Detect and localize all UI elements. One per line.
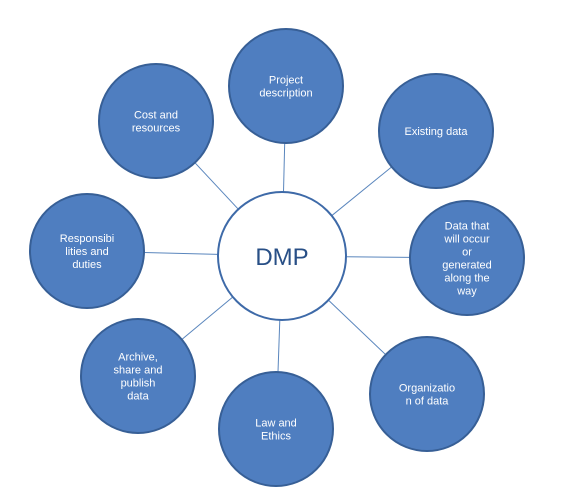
node-label-line: Data that (445, 221, 490, 233)
node-circle (29, 193, 145, 309)
node-label-line: n of data (406, 396, 450, 408)
node-existing-data: Existing data (378, 73, 494, 189)
node-label-line: Project (269, 75, 303, 87)
node-label-line: way (456, 286, 477, 298)
connector-archive-share-publish (181, 296, 234, 340)
node-label-line: Existing data (405, 126, 469, 138)
center-label: DMP (255, 244, 308, 271)
connector-responsibilities-and-duties (143, 252, 219, 255)
node-label-line: generated (442, 260, 492, 272)
connector-data-that-will-occur (345, 256, 411, 258)
center-node: DMP (217, 191, 347, 321)
node-label-line: publish (121, 378, 156, 390)
node-label: Existing data (405, 126, 469, 138)
node-circle (218, 371, 334, 487)
node-label-line: or (462, 247, 472, 259)
node-label-line: along the (444, 273, 489, 285)
connector-organization-of-data (328, 299, 387, 356)
node-circle (98, 63, 214, 179)
node-label-line: duties (72, 259, 102, 271)
node-label-line: Archive, (118, 352, 158, 364)
node-label-line: share and (114, 365, 163, 377)
node-label-line: description (259, 88, 312, 100)
node-label-line: Law and (255, 418, 297, 430)
node-label-line: lities and (65, 246, 108, 258)
connectors (143, 142, 411, 373)
node-label-line: resources (132, 123, 181, 135)
connector-law-and-ethics (277, 319, 281, 373)
connector-project-description (283, 142, 286, 193)
node-label-line: data (127, 391, 149, 403)
node-circle (369, 336, 485, 452)
node-label-line: Cost and (134, 110, 178, 122)
node-circle (409, 200, 525, 316)
node-label-line: Organizatio (399, 383, 455, 395)
node-circle (80, 318, 196, 434)
connector-existing-data (331, 166, 393, 217)
node-circle (378, 73, 494, 189)
node-label-line: will occur (443, 234, 490, 246)
connector-cost-and-resources (194, 162, 239, 210)
node-label-line: Ethics (261, 431, 291, 443)
node-label-line: Responsibi (60, 233, 114, 245)
node-circle (228, 28, 344, 144)
